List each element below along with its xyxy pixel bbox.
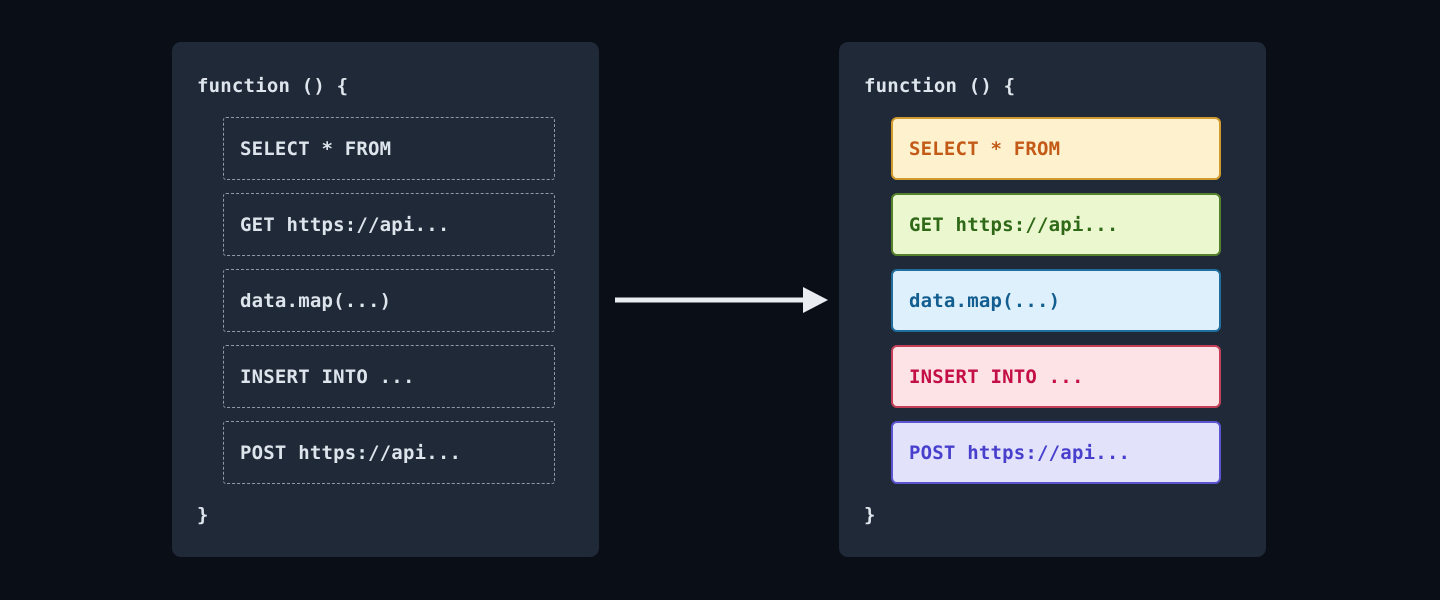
code-block-insert-highlighted: INSERT INTO ...	[891, 345, 1221, 408]
code-block-select-highlighted: SELECT * FROM	[891, 117, 1221, 180]
before-code-blocks: SELECT * FROM GET https://api... data.ma…	[223, 117, 555, 484]
code-block-get-highlighted: GET https://api...	[891, 193, 1221, 256]
code-block-select: SELECT * FROM	[223, 117, 555, 180]
code-block-get: GET https://api...	[223, 193, 555, 256]
transform-arrow-icon	[612, 278, 832, 322]
function-close-brace: }	[197, 504, 209, 526]
code-block-post: POST https://api...	[223, 421, 555, 484]
code-block-map-highlighted: data.map(...)	[891, 269, 1221, 332]
after-function-panel: function () { SELECT * FROM GET https://…	[839, 42, 1266, 557]
code-block-insert: INSERT INTO ...	[223, 345, 555, 408]
function-close-brace: }	[864, 504, 876, 526]
code-block-map: data.map(...)	[223, 269, 555, 332]
after-code-blocks: SELECT * FROM GET https://api... data.ma…	[891, 117, 1221, 484]
before-function-panel: function () { SELECT * FROM GET https://…	[172, 42, 599, 557]
code-block-post-highlighted: POST https://api...	[891, 421, 1221, 484]
function-open-line: function () {	[197, 75, 349, 97]
function-open-line: function () {	[864, 75, 1016, 97]
